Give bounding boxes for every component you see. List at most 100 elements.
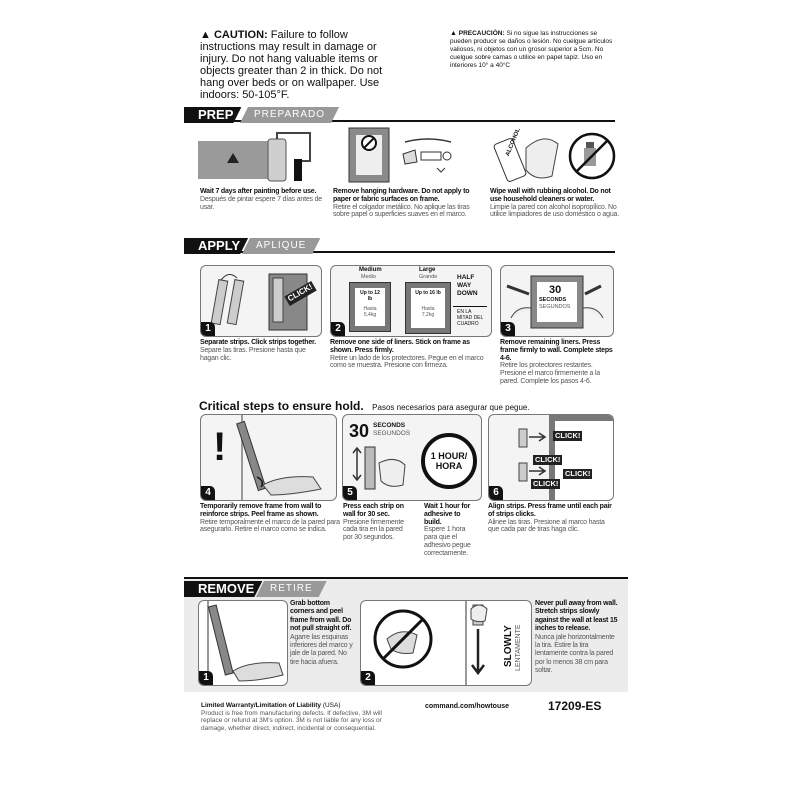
- medium-capacity: Up to 12 lb: [360, 290, 380, 302]
- warranty-region: (USA): [322, 702, 341, 709]
- step-number-badge: 2: [331, 322, 345, 336]
- apply-title-es: APLIQUE: [242, 238, 320, 254]
- large-capacity: Up to 16 lb: [415, 290, 441, 296]
- remove-title-es: RETIRE: [256, 581, 327, 597]
- apply-step-2-panel: Medium Medio Large Grande Up to 12 lb Ha…: [330, 265, 492, 337]
- half-way-label: HALF WAY DOWN: [457, 274, 478, 297]
- critical-step-6-es: Alinee las tiras. Presione al marco hast…: [488, 518, 605, 534]
- step-number-badge: 4: [201, 486, 215, 500]
- caution-text: Failure to follow instructions may resul…: [200, 29, 383, 101]
- critical-step-4-panel: ! 4: [200, 414, 337, 501]
- critical-wait-es: Espere 1 hora para que el adhesivo pegue…: [424, 526, 471, 557]
- medium-frame: Up to 12 lb Hasta 5,4kg: [349, 282, 391, 332]
- critical-step-6: Align strips. Press frame until each pai…: [488, 503, 616, 534]
- medium-label-es: Medio: [361, 274, 376, 280]
- large-frame: Up to 16 lb Hasta 7,2kg: [405, 282, 451, 334]
- step-number-badge: 6: [489, 486, 503, 500]
- prep-title-es: PREPARADO: [240, 107, 339, 123]
- click-label: CLICK!: [553, 431, 583, 442]
- seconds-number: 30: [549, 284, 562, 296]
- caution-english: ▲ CAUTION: Failure to follow instruction…: [200, 29, 385, 101]
- seconds-label: SECONDS: [539, 297, 567, 303]
- prep-hardware-illustration: [343, 126, 473, 186]
- remove-step-1-es: Agarre las esquinas inferiores del marco…: [290, 633, 353, 666]
- step-number-badge: 2: [361, 671, 375, 685]
- step-number-badge: 1: [199, 671, 213, 685]
- critical-wait-en: Wait 1 hour for adhesive to build.: [424, 503, 471, 526]
- step-number-badge: 3: [501, 322, 515, 336]
- hour-label: 1 HOUR/: [430, 451, 468, 461]
- warranty-text: Product is free from manufacturing defec…: [201, 709, 382, 732]
- exclamation-icon: !: [213, 425, 227, 469]
- apply-section-header: APPLY APLIQUE: [184, 238, 615, 252]
- critical-heading: Critical steps to ensure hold. Pasos nec…: [199, 397, 619, 415]
- prep-alcohol-illustration: [486, 126, 616, 186]
- apply-step-2-es: Retire un lado de los protectores. Pegue…: [330, 354, 484, 370]
- critical-step-4-en: Temporarily remove frame from wall to re…: [200, 503, 322, 518]
- half-way-label-es: EN LA MITAD DEL CUADRO: [457, 309, 484, 327]
- large-capacity-es: Hasta 7,2kg: [421, 306, 435, 318]
- prep-step-1-en: Wait 7 days after painting before use.: [200, 188, 317, 195]
- help-url[interactable]: command.com/howtouse: [425, 703, 510, 710]
- apply-step-1-es: Separe las tiras. Presione hasta que hag…: [200, 346, 306, 362]
- critical-step-6-en: Align strips. Press frame until each pai…: [488, 503, 612, 518]
- hour-label-es: HORA: [435, 461, 463, 471]
- prep-step-3-en: Wipe wall with rubbing alcohol. Do not u…: [490, 188, 611, 203]
- remove-step-2-es: Nunca jale horizontalmente la tira. Esti…: [535, 633, 615, 675]
- prep-step-1: Wait 7 days after painting before use. D…: [200, 188, 330, 211]
- apply-step-3: Remove remaining liners. Press frame fir…: [500, 339, 615, 386]
- step-number-badge: 5: [343, 486, 357, 500]
- critical-title-es: Pasos necesarios para asegurar que pegue…: [372, 403, 530, 412]
- warning-icon: ▲: [450, 30, 457, 37]
- seconds-number: 30: [349, 421, 370, 441]
- click-label: CLICK!: [531, 479, 561, 490]
- remove-step-1-panel: 1: [198, 600, 288, 686]
- prep-section-header: PREP PREPARADO: [184, 107, 615, 121]
- remove-top-rule: [184, 577, 628, 579]
- critical-step-4-es: Retire temporalmente el marco de la pare…: [200, 518, 340, 534]
- medium-capacity-es: Hasta 5,4kg: [363, 306, 377, 318]
- prep-step-2-en: Remove hanging hardware. Do not apply to…: [333, 188, 470, 203]
- prep-step-3: Wipe wall with rubbing alcohol. Do not u…: [490, 188, 620, 219]
- apply-step-1-en: Separate strips. Click strips together.: [200, 339, 316, 346]
- seconds-label: SECONDS: [373, 422, 406, 429]
- prep-step-3-es: Limpie la pared con alcohol isopropílico…: [490, 203, 619, 219]
- seconds-label-es: SEGUNDOS: [539, 304, 571, 310]
- critical-step-6-panel: CLICK! CLICK! CLICK! CLICK! 6: [488, 414, 614, 501]
- remove-title: REMOVE: [184, 581, 262, 597]
- apply-title: APPLY: [184, 238, 248, 254]
- medium-label: Medium: [359, 267, 382, 273]
- apply-step-2-en: Remove one side of liners. Stick on fram…: [330, 339, 470, 354]
- remove-step-2: Never pull away from wall. Stretch strip…: [535, 600, 620, 676]
- caution-text-es: Si no sigue las instrucciones se pueden …: [450, 30, 613, 69]
- apply-step-3-panel: 30 SECONDS SEGUNDOS 3: [500, 265, 614, 337]
- apply-step-1-panel: CLICK! 1: [200, 265, 322, 337]
- critical-title: Critical steps to ensure hold.: [199, 399, 364, 413]
- large-label-es: Grande: [419, 274, 438, 280]
- critical-step-5-es: Presione firmemente cada tira en la pare…: [343, 518, 404, 542]
- prep-step-1-es: Después de pintar espere 7 días antes de…: [200, 195, 322, 211]
- remove-step-2-panel: SLOWLY LENTAMENTE 2: [360, 600, 532, 686]
- slowly-label: SLOWLY: [503, 625, 514, 667]
- remove-section-header: REMOVE RETIRE: [184, 581, 615, 595]
- critical-step-5-en: Press each strip on wall for 30 sec.: [343, 503, 404, 518]
- apply-step-3-es: Retire los protectores restantes. Presio…: [500, 362, 600, 386]
- click-label: CLICK!: [533, 455, 563, 466]
- large-label: Large: [419, 267, 436, 273]
- slowly-label-es: LENTAMENTE: [515, 624, 522, 671]
- apply-step-3-en: Remove remaining liners. Press frame fir…: [500, 339, 613, 362]
- prep-step-2: Remove hanging hardware. Do not apply to…: [333, 188, 478, 219]
- remove-step-2-en: Never pull away from wall. Stretch strip…: [535, 600, 618, 633]
- caution-title: CAUTION:: [213, 29, 268, 41]
- prep-step-2-es: Retire el colgador metálico. No aplique …: [333, 203, 470, 219]
- half-way-line: [453, 306, 487, 307]
- critical-wait-step: Wait 1 hour for adhesive to build. Esper…: [424, 503, 479, 558]
- critical-step-5-panel: 30 SECONDS SEGUNDOS 1 HOUR/ HORA 5: [342, 414, 482, 501]
- critical-step-5: Press each strip on wall for 30 sec. Pre…: [343, 503, 411, 542]
- click-label: CLICK!: [563, 469, 593, 480]
- prep-title: PREP: [184, 107, 241, 123]
- apply-step-2: Remove one side of liners. Stick on fram…: [330, 339, 490, 370]
- step-number-badge: 1: [201, 322, 215, 336]
- product-code: 17209-ES: [548, 699, 602, 713]
- prep-paint-illustration: [198, 131, 323, 183]
